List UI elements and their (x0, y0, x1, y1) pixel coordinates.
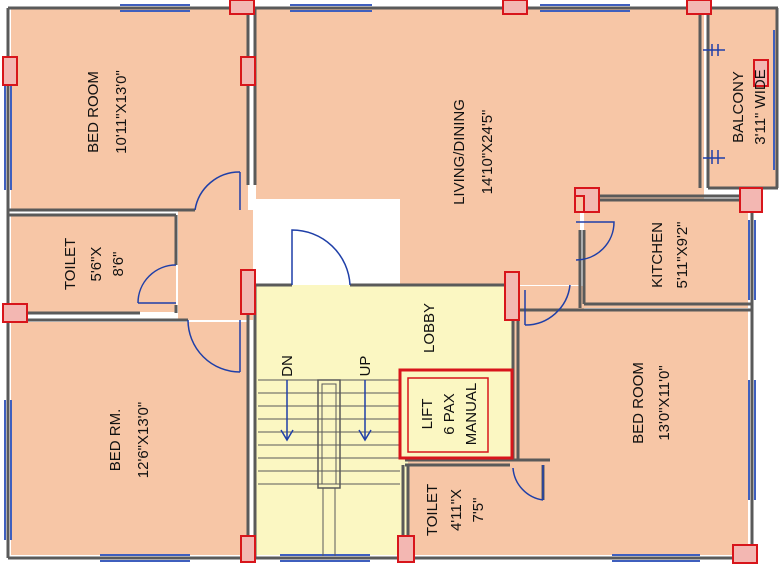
kitchen-name: KITCHEN (649, 222, 666, 288)
bed-room-se-size: 13'0"X11'0" (656, 365, 673, 440)
living-dining-label: LIVING/DINING 14'10"X24'5" (451, 99, 496, 205)
bed-room-nw-area (11, 9, 248, 210)
door-swings (137, 44, 725, 501)
stair-up-label: UP (357, 356, 374, 377)
bed-room-se-name: BED ROOM (630, 362, 647, 444)
toilet-w-line3: 8'6" (110, 252, 127, 277)
walls (6, 6, 779, 560)
toilet-w-line2: 5'6"X (88, 247, 105, 282)
stair-dn-label: DN (279, 355, 296, 377)
kitchen-label: KITCHEN 5'11"X9'2" (649, 222, 691, 289)
living-dining-lower-area (400, 195, 580, 285)
lift-line3: MANUAL (463, 383, 480, 446)
lobby-name: LOBBY (421, 303, 438, 353)
toilet-w-label: TOILET 5'6"X 8'6" (62, 238, 127, 290)
toilet-s-line3: 7'5" (470, 498, 487, 523)
stair-dn-text: DN (279, 355, 296, 377)
balcony-label: BALCONY 3'11" WIDE (730, 69, 769, 144)
columns (2, 0, 769, 564)
living-dining-name: LIVING/DINING (451, 99, 468, 205)
bed-room-se-area (513, 310, 748, 555)
lift-label: LIFT 6 PAX MANUAL (419, 383, 480, 446)
toilet-w-area (11, 216, 176, 312)
living-dining-area (256, 9, 704, 199)
lift-shaft (398, 368, 514, 460)
lobby-label: LOBBY (421, 303, 438, 353)
bed-room-nw-size: 10'11"X13'0" (113, 70, 130, 154)
bed-room-nw-label: BED ROOM 10'11"X13'0" (85, 70, 130, 154)
lift-line1: LIFT (419, 399, 436, 430)
toilet-s-name: TOILET (424, 484, 441, 536)
stair-arrows (280, 380, 372, 442)
balcony-size: 3'11" WIDE (752, 69, 769, 144)
stair-up-text: UP (357, 356, 374, 377)
bed-rm-sw-label: BED RM. 12'6"X13'0" (107, 402, 152, 478)
bed-rm-sw-name: BED RM. (107, 409, 124, 472)
bed-room-se-label: BED ROOM 13'0"X11'0" (630, 362, 673, 444)
kitchen-area (584, 200, 748, 308)
living-dining-size: 14'10"X24'5" (479, 110, 496, 195)
windows (4, 4, 775, 562)
bed-rm-sw-size: 12'6"X13'0" (135, 402, 152, 478)
bed-room-nw-name: BED ROOM (85, 71, 102, 153)
bed-rm-sw-area (11, 322, 248, 555)
toilet-s-area (408, 460, 546, 555)
balcony-name: BALCONY (730, 71, 747, 143)
lift-line2: 6 PAX (441, 393, 458, 434)
toilet-s-label: TOILET 4'11"X 7'5" (424, 484, 487, 536)
kitchen-size: 5'11"X9'2" (674, 222, 691, 289)
toilet-w-name: TOILET (62, 238, 79, 290)
toilet-s-line2: 4'11"X (448, 489, 465, 531)
